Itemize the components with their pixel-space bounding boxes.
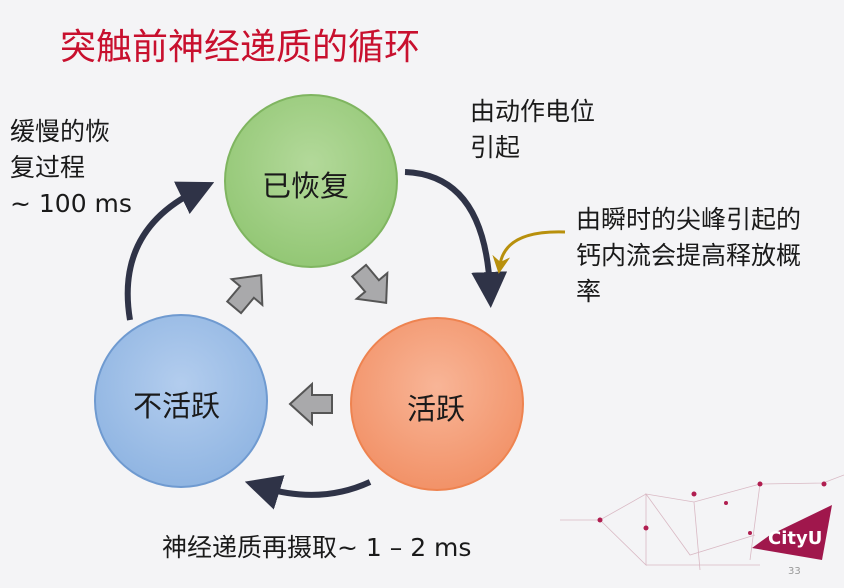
slow-recovery-annotation: 缓慢的恢 复过程 ~ 100 ms bbox=[10, 117, 132, 218]
inactive-label: 不活跃 bbox=[133, 389, 221, 423]
recovery-arrow bbox=[124, 181, 215, 321]
reuptake-arrow bbox=[244, 475, 372, 510]
recovered-label: 已恢复 bbox=[262, 169, 350, 203]
cityu-logo-shape bbox=[752, 505, 832, 560]
calcium-annotation: 由瞬时的尖峰引起的 钙内流会提高释放概 率 bbox=[576, 205, 802, 306]
network-decoration bbox=[560, 474, 844, 571]
page-number: 33 bbox=[788, 566, 801, 577]
calcium-arrow bbox=[492, 230, 566, 274]
inactive-circle bbox=[94, 314, 268, 488]
gray-block-arrows bbox=[225, 263, 389, 427]
block-arrow-up bbox=[225, 274, 264, 315]
action-potential-arrow bbox=[404, 169, 508, 308]
block-arrow-down bbox=[350, 263, 389, 304]
network-dots bbox=[597, 481, 827, 535]
block-arrow-left bbox=[288, 381, 333, 427]
action-potential-annotation: 由动作电位 引起 bbox=[470, 97, 596, 162]
recovered-circle bbox=[224, 94, 398, 268]
reuptake-annotation: 神经递质再摄取~ 1 – 2 ms bbox=[162, 533, 472, 562]
active-label: 活跃 bbox=[407, 392, 466, 426]
slide-title: 突触前神经递质的循环 bbox=[60, 27, 421, 68]
cityu-logo: CityU bbox=[768, 528, 823, 549]
active-circle bbox=[350, 317, 524, 491]
